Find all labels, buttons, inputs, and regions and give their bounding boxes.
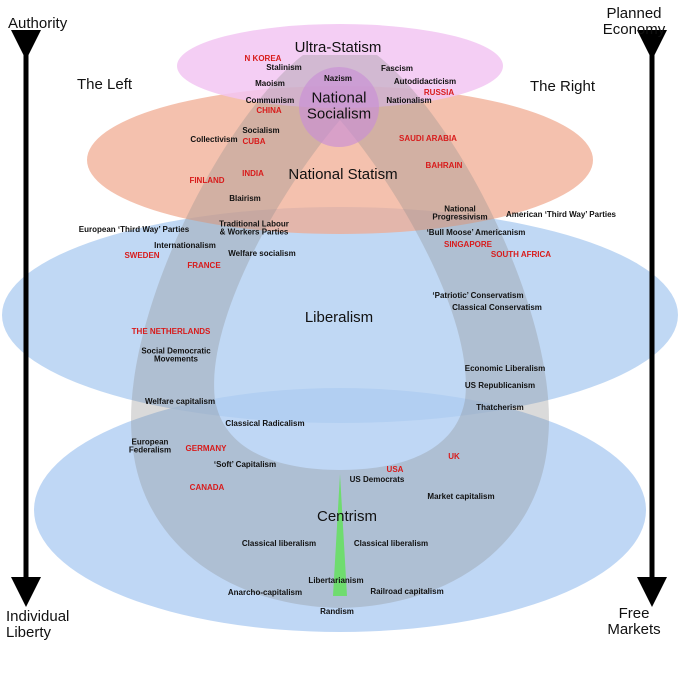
- centrism-title: Centrism: [316, 508, 378, 526]
- ideology-traditional-labour: Traditional Labour & Workers Parties: [219, 219, 289, 238]
- ideology-autodidacticism: Autodidacticism: [393, 76, 457, 86]
- ideology-railroad-capitalism: Railroad capitalism: [370, 586, 444, 596]
- ideology-us-democrats: US Democrats: [349, 474, 405, 484]
- country-sweden: SWEDEN: [124, 250, 160, 260]
- ideology-collectivism: Collectivism: [190, 134, 238, 144]
- individual-liberty-line1: Individual: [6, 608, 70, 625]
- country-usa: USA: [386, 464, 404, 474]
- ideology-european-third-way: European ‘Third Way’ Parties: [78, 224, 190, 234]
- ideology-bull-moose: ‘Bull Moose’ Americanism: [426, 227, 526, 237]
- country-netherlands: THE NETHERLANDS: [131, 326, 211, 336]
- national-statism-zone: [87, 86, 593, 234]
- country-bahrain: BAHRAIN: [425, 160, 463, 170]
- national-progressivism-line2: Progressivism: [432, 213, 488, 222]
- liberalism-title: Liberalism: [304, 309, 374, 327]
- ideology-classical-conservatism: Classical Conservatism: [452, 302, 542, 312]
- ideology-welfare-socialism: Welfare socialism: [228, 248, 296, 258]
- ultra-statism-title: Ultra-Statism: [294, 39, 382, 57]
- national-socialism-zone: [299, 67, 379, 147]
- ideology-stalinism: Stalinism: [266, 62, 302, 72]
- country-russia: RUSSIA: [423, 87, 455, 97]
- free-markets-line1: Free: [618, 605, 650, 622]
- the-right-label: The Right: [530, 78, 596, 95]
- ideology-libertarianism: Libertarianism: [308, 575, 364, 585]
- european-federalism-line2: Federalism: [128, 446, 172, 455]
- country-canada: CANADA: [189, 482, 225, 492]
- ideology-us-republicanism: US Republicanism: [464, 380, 536, 390]
- traditional-labour-line2: & Workers Parties: [219, 228, 289, 237]
- ideology-national-progressivism: National Progressivism: [432, 204, 488, 223]
- ideology-european-federalism: European Federalism: [128, 437, 172, 456]
- the-left-label: The Left: [77, 76, 133, 93]
- country-cuba: CUBA: [242, 136, 266, 146]
- individual-liberty-line2: Liberty: [6, 623, 52, 641]
- ideology-american-third-way: American ‘Third Way’ Parties: [506, 209, 616, 219]
- ideology-blairism: Blairism: [229, 193, 261, 203]
- ideology-classical-liberalism-right: Classical liberalism: [353, 538, 429, 548]
- ideology-maoism: Maoism: [255, 78, 285, 88]
- ideology-internationalism: Internationalism: [154, 240, 216, 250]
- social-democratic-line1: Social Democratic: [141, 346, 211, 356]
- ideology-social-democratic: Social Democratic Movements: [141, 346, 211, 365]
- ideology-socialism: Socialism: [242, 125, 280, 135]
- country-china: CHINA: [256, 105, 282, 115]
- ideology-randism: Randism: [320, 606, 354, 616]
- ideology-nationalism: Nationalism: [386, 95, 432, 105]
- traditional-labour-line1: Traditional Labour: [219, 219, 289, 229]
- ideology-communism: Communism: [245, 95, 295, 105]
- country-india: INDIA: [242, 168, 264, 178]
- ideology-soft-capitalism: ‘Soft’ Capitalism: [213, 459, 277, 469]
- national-socialism-line2: Socialism: [306, 105, 372, 122]
- country-south-africa: SOUTH AFRICA: [490, 249, 552, 259]
- ideology-economic-liberalism: Economic Liberalism: [464, 363, 546, 373]
- ideology-patriotic-conservatism: ‘Patriotic’ Conservatism: [432, 290, 524, 300]
- ideology-fascism: Fascism: [380, 63, 414, 73]
- country-saudi-arabia: SAUDI ARABIA: [399, 133, 457, 143]
- national-socialism-line1: National: [311, 89, 367, 107]
- center-spike: [333, 474, 347, 596]
- country-france: FRANCE: [187, 260, 221, 270]
- planned-economy-line1: Planned: [606, 5, 662, 22]
- ideology-anarcho-capitalism: Anarcho-capitalism: [227, 587, 303, 597]
- ultra-statism-zone: [177, 24, 503, 108]
- ideology-classical-radicalism: Classical Radicalism: [225, 418, 305, 428]
- horseshoe-band: [131, 55, 549, 608]
- country-finland: FINLAND: [189, 175, 225, 185]
- planned-economy-label: Planned Economy: [592, 6, 676, 38]
- individual-liberty-label: Individual Liberty: [6, 609, 69, 641]
- ideology-market-capitalism: Market capitalism: [427, 491, 495, 501]
- authority-label: Authority: [8, 15, 68, 32]
- country-germany: GERMANY: [185, 443, 227, 453]
- ideology-nazism: Nazism: [323, 73, 353, 83]
- country-north-korea: N KOREA: [244, 53, 282, 63]
- national-progressivism-line1: National: [444, 204, 476, 214]
- european-federalism-line1: European: [131, 437, 169, 447]
- country-uk: UK: [448, 451, 460, 461]
- free-markets-label: Free Markets: [598, 606, 670, 638]
- liberalism-zone: [2, 207, 678, 423]
- planned-economy-line2: Economy: [602, 20, 666, 38]
- social-democratic-line2: Movements: [153, 355, 198, 364]
- national-statism-title: National Statism: [288, 166, 398, 184]
- free-markets-line2: Markets: [607, 620, 661, 638]
- ideology-welfare-capitalism: Welfare capitalism: [144, 396, 216, 406]
- country-singapore: SINGAPORE: [443, 239, 493, 249]
- ideology-classical-liberalism-left: Classical liberalism: [241, 538, 317, 548]
- ideology-thatcherism: Thatcherism: [476, 402, 524, 412]
- national-socialism-title: National Socialism: [307, 90, 371, 122]
